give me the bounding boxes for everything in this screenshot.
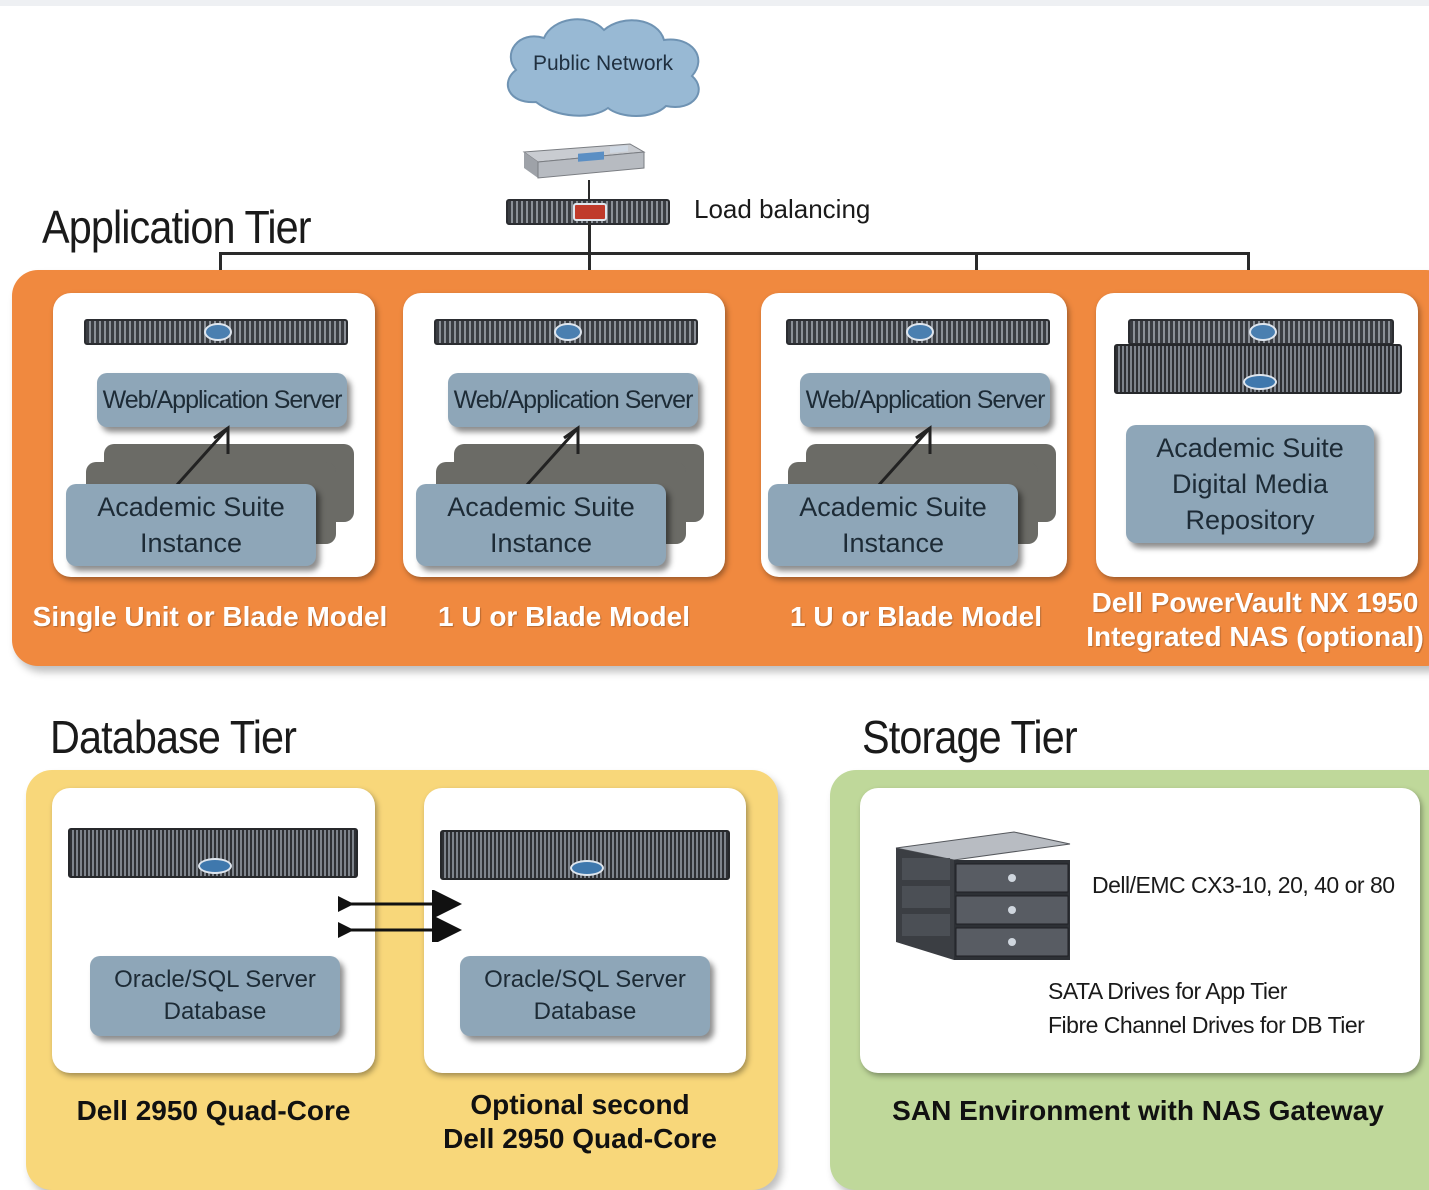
repo-line2: Digital Media — [1171, 469, 1329, 499]
server-1u-icon — [786, 319, 1050, 345]
drives-line2: Fibre Channel Drives for DB Tier — [1048, 1012, 1365, 1038]
academic-suite-instance-2: Academic Suite Instance — [416, 484, 666, 566]
academic-suite-instance-1: Academic Suite Instance — [66, 484, 316, 566]
instance-line1: Academic Suite — [97, 492, 285, 522]
emc-storage-array-icon — [895, 831, 1071, 960]
nas-top-unit-icon — [1128, 319, 1394, 345]
instance-line2: Instance — [139, 528, 243, 558]
db-box-secondary: Oracle/SQL Server Database — [460, 956, 710, 1036]
instance-line1: Academic Suite — [447, 492, 635, 522]
db-primary-label: Dell 2950 Quad-Core — [76, 1095, 351, 1126]
server-1u-icon — [434, 319, 698, 345]
public-network-label: Public Network — [532, 52, 674, 75]
public-network-cloud — [506, 18, 700, 117]
network-appliance-icon — [518, 142, 646, 179]
repo-line3: Repository — [1185, 505, 1315, 535]
db-line2: Database — [163, 998, 267, 1025]
nas-label-line1: Dell PowerVault NX 1950 — [1091, 587, 1419, 618]
repo-line1: Academic Suite — [1156, 433, 1344, 463]
model-label-3: 1 U or Blade Model — [789, 601, 1043, 632]
web-app-server-box-2: Web/Application Server — [448, 373, 698, 427]
load-balancing-label: Load balancing — [694, 194, 871, 224]
db-line1: Oracle/SQL Server — [484, 966, 686, 993]
application-tier-title: Application Tier — [42, 201, 312, 253]
academic-suite-instance-3: Academic Suite Instance — [768, 484, 1018, 566]
db-secondary-label-line2: Dell 2950 Quad-Core — [443, 1123, 717, 1154]
storage-tier-title: Storage Tier — [862, 711, 1078, 763]
model-label-2: 1 U or Blade Model — [437, 601, 691, 632]
web-app-server-box-3: Web/Application Server — [800, 373, 1050, 427]
instance-line2: Instance — [489, 528, 593, 558]
db-secondary-label-line1: Optional second — [470, 1089, 690, 1120]
digital-media-repository-box: Academic Suite Digital Media Repository — [1126, 425, 1374, 543]
instance-line1: Academic Suite — [799, 492, 987, 522]
top-strip — [0, 0, 1429, 6]
powervault-nas-icon — [1114, 344, 1402, 394]
db-line2: Database — [533, 998, 637, 1025]
model-label-1: Single Unit or Blade Model — [32, 601, 388, 632]
drives-line1: SATA Drives for App Tier — [1048, 978, 1287, 1004]
appliance-connector — [588, 180, 590, 200]
instance-line2: Instance — [841, 528, 945, 558]
db-box-primary: Oracle/SQL Server Database — [90, 956, 340, 1036]
database-tier-title: Database Tier — [50, 711, 297, 763]
db-line1: Oracle/SQL Server — [114, 966, 316, 993]
instance-link-arrow — [524, 425, 580, 488]
dell-2950-server-icon — [68, 828, 358, 878]
dell-2950-server-icon — [440, 830, 730, 880]
web-app-server-box-1: Web/Application Server — [97, 373, 347, 427]
server-1u-icon — [84, 319, 348, 345]
instance-link-arrow — [876, 425, 932, 488]
lb-trunk-line — [588, 221, 591, 311]
replication-arrows-icon — [338, 890, 462, 942]
distribution-bus-line — [219, 252, 1250, 255]
array-model-label: Dell/EMC CX3-10, 20, 40 or 80 — [1092, 872, 1395, 898]
instance-link-arrow — [174, 425, 230, 488]
san-label: SAN Environment with NAS Gateway — [892, 1095, 1384, 1126]
nas-label-line2: Integrated NAS (optional) — [1086, 621, 1424, 652]
